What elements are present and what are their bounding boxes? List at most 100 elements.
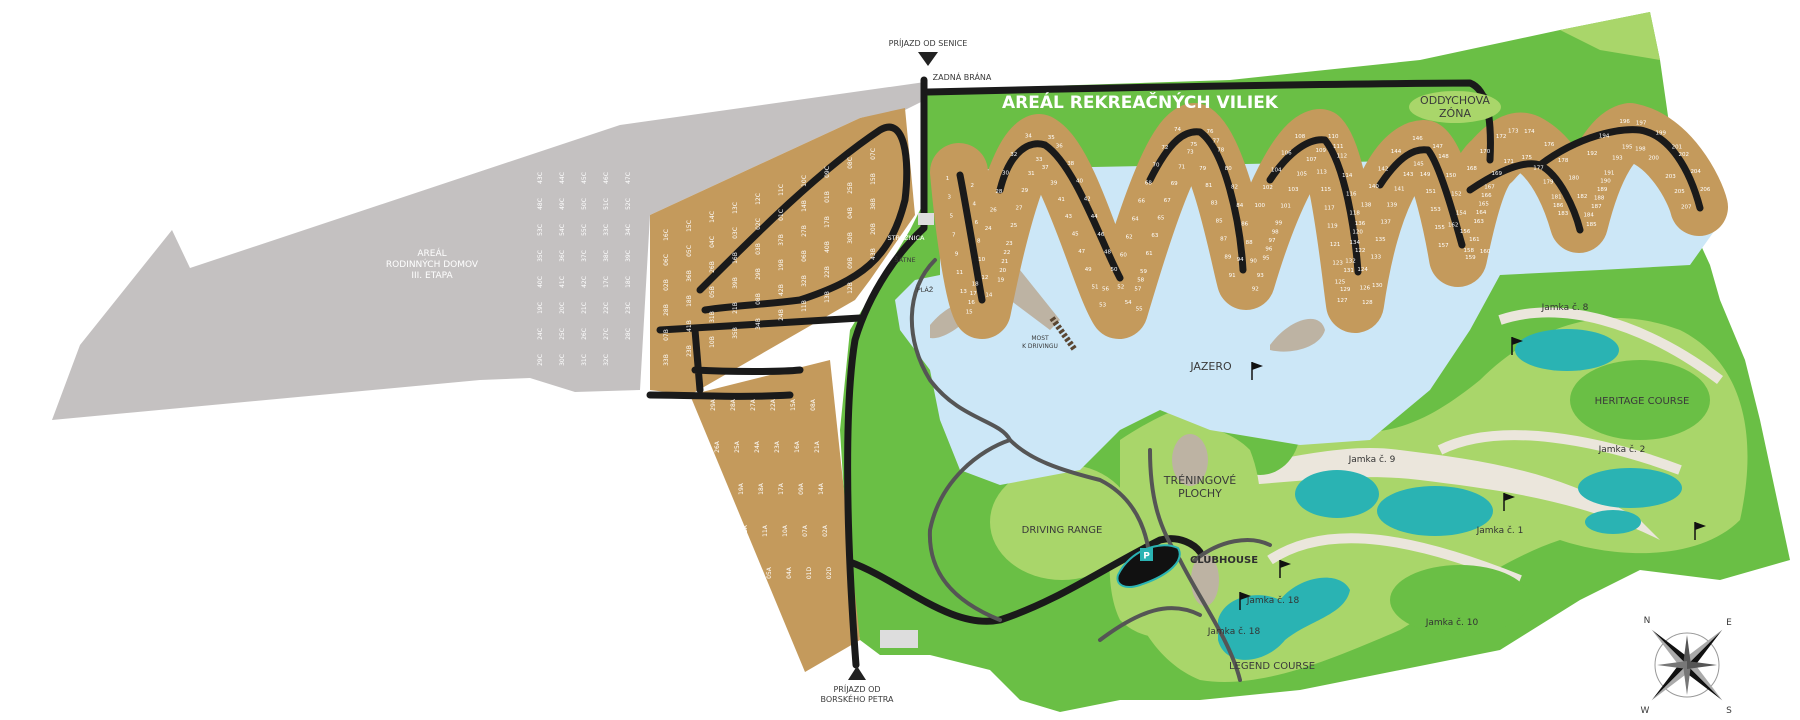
plot-code: 01B <box>824 191 831 203</box>
villa-plots[interactable] <box>930 103 1728 339</box>
villa-plot-number: 138 <box>1361 203 1372 209</box>
villa-plot-number: 77 <box>1213 138 1220 144</box>
villa-plot-number: 83 <box>1211 200 1218 206</box>
villa-plot-number: 18 <box>972 282 979 288</box>
villa-plot-number: 124 <box>1357 267 1368 273</box>
villa-plot-number: 92 <box>1252 286 1259 292</box>
family-homes-label-3: III. ETAPA <box>411 271 453 281</box>
villa-plot-number: 199 <box>1656 131 1667 137</box>
future-plot-code: 53C <box>537 224 544 236</box>
villa-plot-number: 206 <box>1700 187 1711 193</box>
future-plot-code: 24C <box>537 328 544 340</box>
villa-plot-number: 200 <box>1648 155 1659 161</box>
training-area[interactable] <box>1109 426 1261 638</box>
villa-plot-number: 121 <box>1330 242 1341 248</box>
villa-plot-number: 109 <box>1316 148 1327 154</box>
villa-plot-number: 191 <box>1604 171 1615 177</box>
plot-code: 38B <box>870 198 877 210</box>
villa-plot-number: 57 <box>1134 287 1141 293</box>
villa-plot-number: 80 <box>1225 166 1232 172</box>
bridge[interactable] <box>1049 316 1078 352</box>
villa-plot-number: 1 <box>946 176 950 182</box>
compass-rose-icon: N E S W <box>1641 616 1733 716</box>
future-plot-code: 54C <box>559 224 566 236</box>
villa-plot-number: 173 <box>1508 129 1519 135</box>
villa-plot-number: 141 <box>1394 186 1405 192</box>
villa-plot-number: 178 <box>1558 158 1569 164</box>
plot-code: 39B <box>732 277 739 289</box>
villa-plot-number: 10 <box>978 257 985 263</box>
rest-zone[interactable] <box>1409 91 1501 123</box>
future-plot-code: 32C <box>603 354 610 366</box>
plot-code: 03D <box>730 608 737 621</box>
plot-code: 32B <box>801 275 808 287</box>
villa-plot-number: 70 <box>1153 163 1160 169</box>
villa-plot-number: 49 <box>1085 267 1092 273</box>
plots-area-south[interactable] <box>690 360 860 672</box>
villa-plot-number: 115 <box>1321 187 1332 193</box>
north-entrance-label: PRÍJAZD OD SENICE <box>889 37 968 48</box>
future-plot-code: 18C <box>625 276 632 288</box>
plot-code: 14C <box>709 211 716 223</box>
villa-plot-number: 9 <box>955 251 959 257</box>
villa-plot-number: 69 <box>1171 181 1178 187</box>
villa-plot-number: 93 <box>1257 273 1264 279</box>
future-plot-code: 22C <box>603 302 610 314</box>
plot-code: 21B <box>732 302 739 314</box>
future-plot-code: 37C <box>581 250 588 262</box>
plot-code: 36B <box>686 270 693 282</box>
villa-plot-number: 6 <box>975 220 979 226</box>
villa-plot-number: 90 <box>1250 258 1257 264</box>
pond <box>1295 470 1379 518</box>
plot-code: 16B <box>732 252 739 264</box>
driving-range[interactable] <box>990 464 1134 580</box>
plots-loop-road <box>696 123 911 314</box>
future-plot-code: 49C <box>559 198 566 210</box>
driving-range-label: DRIVING RANGE <box>1022 525 1103 536</box>
plot-code: 14B <box>801 200 808 212</box>
plot-code: 33B <box>663 354 670 366</box>
family-homes-area[interactable] <box>52 82 925 420</box>
villa-plot-number: 164 <box>1476 210 1487 216</box>
flag-icon <box>1511 337 1523 355</box>
pond <box>1578 468 1682 508</box>
practice-bunker <box>1172 434 1208 486</box>
villa-plot-number: 120 <box>1352 229 1363 235</box>
compass-w: W <box>1641 706 1650 716</box>
plot-code: 27A <box>750 398 757 411</box>
villa-plot-number: 126 <box>1360 286 1371 292</box>
villa-plot-number: 89 <box>1224 255 1231 261</box>
rough <box>1570 360 1710 440</box>
villa-plot-number: 107 <box>1306 157 1317 163</box>
hole-label: Jamka č. 1 <box>1476 525 1524 536</box>
villa-plot-number: 108 <box>1295 134 1306 140</box>
plot-code: 13A <box>722 524 729 537</box>
paths[interactable] <box>909 258 1272 682</box>
plot-code: 03B <box>755 243 762 255</box>
villa-plot-number: 183 <box>1558 211 1569 217</box>
villa-plot-number: 45 <box>1072 232 1079 238</box>
villa-plot-number: 192 <box>1587 151 1598 157</box>
villa-plot-number: 79 <box>1199 166 1206 172</box>
villa-plot-number: 44 <box>1091 214 1098 220</box>
roads[interactable] <box>646 76 1704 669</box>
villa-plot-number: 81 <box>1205 183 1212 189</box>
south-entrance-label-2: BORSKÉHO PETRA <box>821 693 894 704</box>
villa-plot-number: 116 <box>1346 192 1357 198</box>
villa-plot-number: 110 <box>1328 134 1339 140</box>
villa-plot-number: 3 <box>948 195 952 201</box>
villa-plot-number: 160 <box>1480 249 1491 255</box>
plot-code: 13B <box>824 291 831 303</box>
plot-code: 18B <box>686 295 693 307</box>
villa-plot-number: 61 <box>1146 251 1153 257</box>
plot-code: 28A <box>730 398 737 411</box>
villa-plot-number: 64 <box>1132 217 1139 223</box>
villa-plot-number: 135 <box>1375 237 1386 243</box>
hole-label: Jamka č. 8 <box>1541 302 1589 313</box>
plot-code: 05C <box>686 245 693 257</box>
plot-code: 09B <box>847 257 854 269</box>
villa-plot-number: 119 <box>1327 224 1338 230</box>
plot-code: 29B <box>755 268 762 280</box>
villa-plot-number: 182 <box>1577 194 1588 200</box>
plot-code: 34B <box>755 318 762 330</box>
